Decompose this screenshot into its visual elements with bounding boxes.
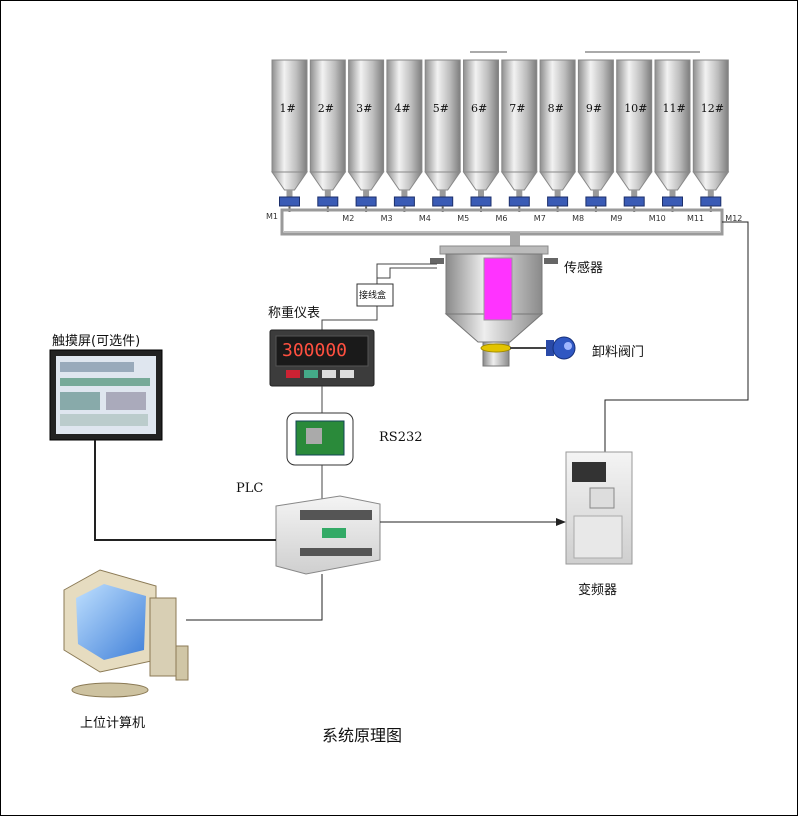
motor-label: M6	[495, 214, 508, 223]
motor-label: M10	[648, 214, 666, 223]
silo	[615, 59, 653, 212]
screw-feeder-motor	[585, 196, 607, 207]
weighing-instrument-label: 称重仪表	[268, 306, 321, 321]
silo-label: 7#	[509, 102, 526, 115]
motor-label: M11	[687, 214, 705, 223]
inverter-label: 变频器	[578, 583, 618, 598]
silo	[654, 59, 691, 212]
motor-label: M1	[266, 212, 278, 221]
screw-feeder-motor	[279, 196, 300, 207]
motor-label: M4	[418, 214, 431, 223]
screw-feeder-motor	[355, 196, 377, 207]
weighing-hopper	[430, 245, 558, 367]
junction-box-label: 接线盒	[359, 291, 387, 301]
screw-feeder-motor	[508, 196, 530, 207]
silo	[462, 59, 500, 212]
screw-feeder-motor	[317, 196, 339, 207]
discharge-valve-label: 卸料阀门	[592, 345, 645, 360]
screw-feeder-motor	[623, 196, 645, 207]
diagram-caption: 系统原理图	[322, 726, 403, 745]
screw-feeder-motor	[700, 196, 722, 207]
silo-label: 1#	[279, 102, 296, 115]
motor-label: M5	[457, 214, 470, 223]
rs232-label: RS232	[379, 430, 423, 445]
junction-box	[356, 283, 394, 307]
screw-feeder-motor	[432, 196, 454, 207]
host-computer-label: 上位计算机	[80, 716, 146, 731]
motor-label: M2	[342, 214, 355, 223]
motor-label: M8	[572, 214, 585, 223]
plc-device	[275, 495, 381, 575]
silo-label: 9#	[585, 102, 603, 115]
motor-label: M9	[610, 214, 623, 223]
silo-label: 4#	[394, 102, 411, 115]
silo	[500, 59, 538, 212]
touch-screen-device	[49, 349, 163, 441]
silo-label: 8#	[547, 102, 564, 115]
motor-label: M12	[725, 214, 743, 223]
screw-feeder-motor	[470, 196, 492, 207]
silo-label: 10#	[624, 102, 648, 115]
bin-level-window	[483, 257, 513, 321]
discharge-valve-actuator	[510, 336, 576, 360]
silo	[539, 59, 577, 212]
host-computer-device	[63, 569, 189, 698]
silo	[692, 59, 730, 212]
screw-feeder-motor	[662, 196, 683, 207]
silo	[271, 59, 308, 212]
silo-label: 2#	[317, 102, 335, 115]
sensor-label: 传感器	[564, 261, 604, 276]
silo-label: 11#	[662, 102, 686, 115]
silo	[347, 59, 385, 212]
motor-label: M7	[533, 214, 546, 223]
silo-label: 12#	[700, 102, 725, 115]
silo-bank	[271, 59, 730, 212]
silo-label: 5#	[432, 102, 449, 115]
silo-label: 6#	[471, 102, 488, 115]
inverter-device	[565, 451, 633, 565]
plc-label: PLC	[236, 481, 264, 496]
silo-label: 3#	[356, 102, 373, 115]
motor-label: M3	[380, 214, 393, 223]
weighing-instrument-device	[269, 329, 375, 387]
silo	[309, 59, 347, 212]
silo	[424, 59, 462, 212]
screw-feeder-motor	[547, 196, 569, 207]
silo	[385, 59, 423, 212]
screw-feeder-motor	[393, 196, 415, 207]
touch-screen-label: 触摸屏(可选件)	[52, 334, 141, 349]
silo	[577, 59, 615, 212]
instrument-readout: 300000	[282, 340, 348, 361]
